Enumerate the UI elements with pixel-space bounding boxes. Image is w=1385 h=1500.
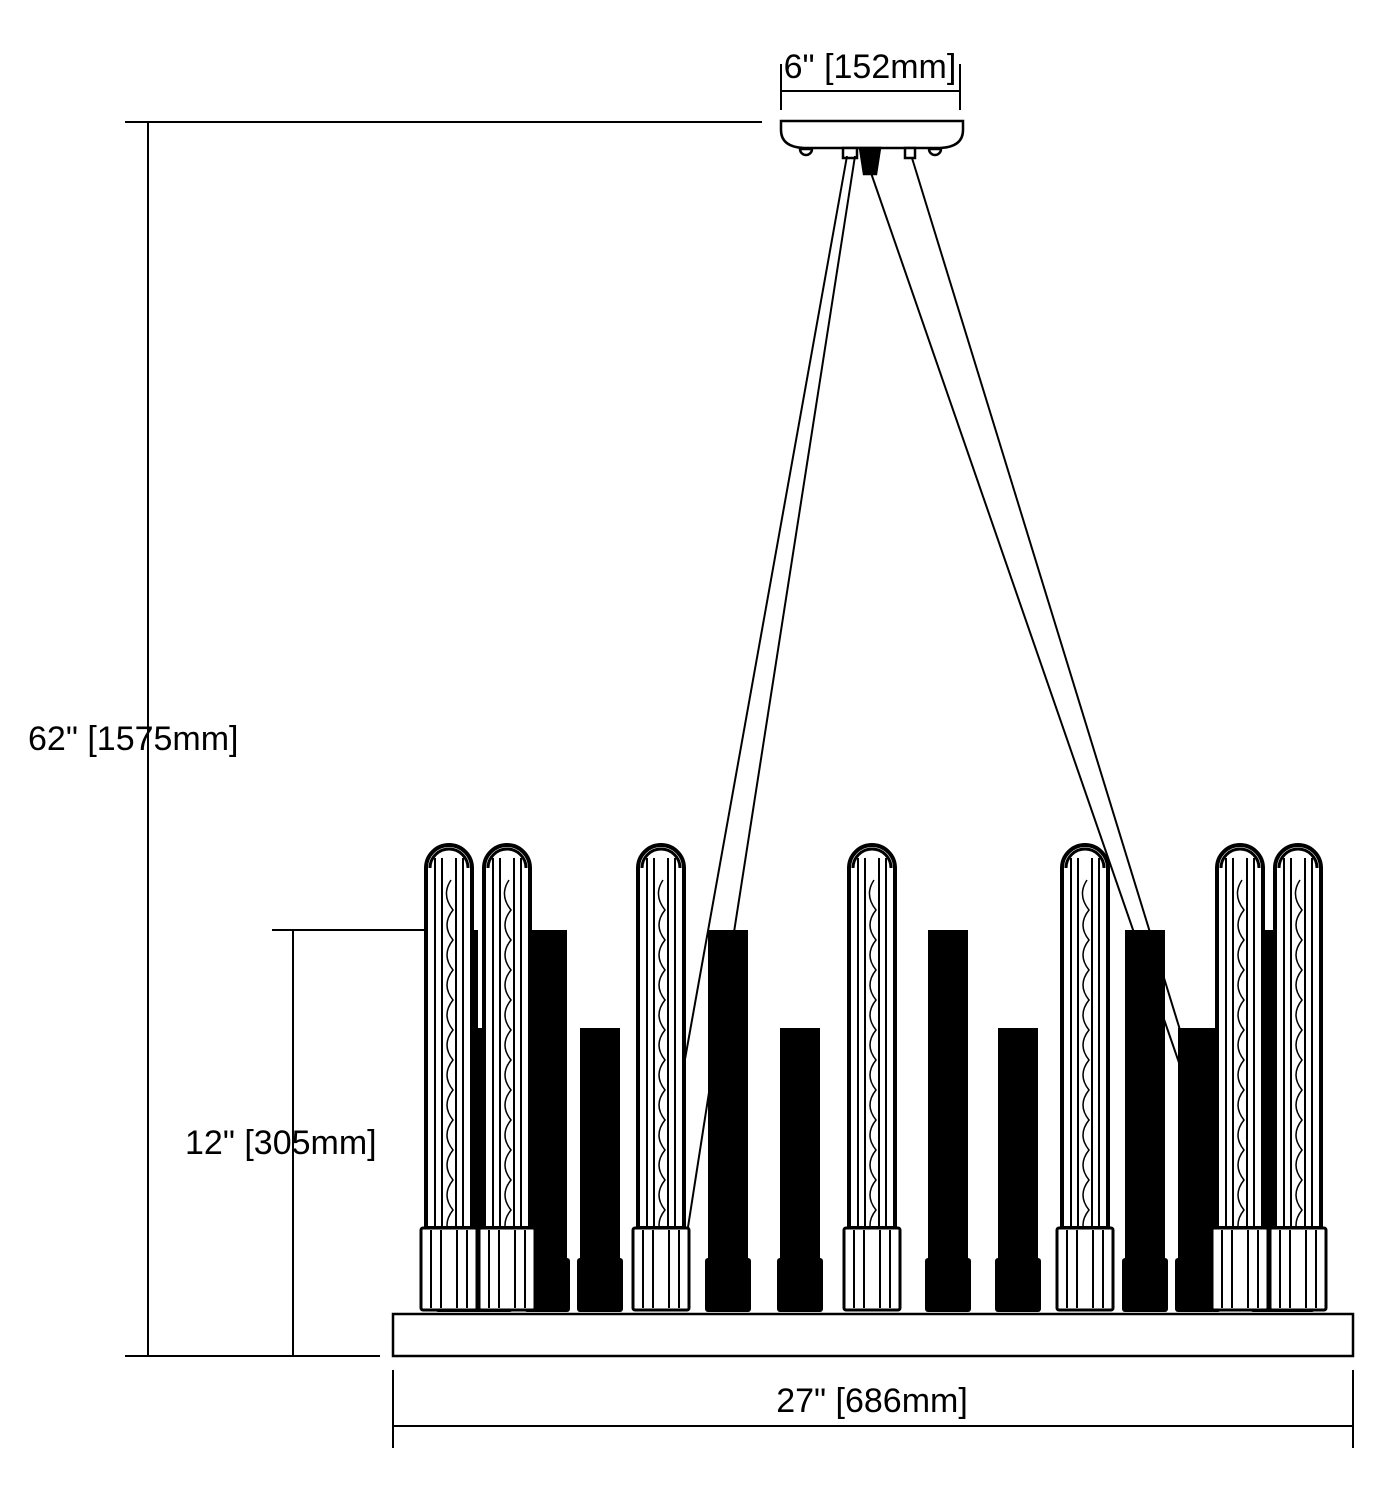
filament-branch (868, 879, 877, 1241)
canopy-screw-left (798, 147, 814, 157)
tube-collar (631, 1226, 691, 1312)
filament-branch (503, 879, 512, 1241)
filament-branch (1236, 879, 1245, 1241)
tube-dome-cage (1277, 847, 1319, 869)
tube-dome-cage (640, 847, 682, 869)
filament-branch (445, 879, 454, 1241)
tube-dome-cage (428, 847, 470, 869)
filament-branch (1081, 879, 1090, 1241)
fixture-height-label: 12" [305mm] (185, 1124, 377, 1162)
shade-base (1122, 1258, 1168, 1312)
tube-collar (1268, 1226, 1328, 1312)
shade-base (777, 1258, 823, 1312)
shade-base (995, 1258, 1041, 1312)
canopy-width-label: 6" [152mm] (784, 48, 957, 86)
tube-collar (842, 1226, 902, 1312)
base-plate (391, 1312, 1355, 1358)
tube-collar (419, 1226, 479, 1312)
tube-collar (1055, 1226, 1115, 1312)
fixture-body (419, 843, 1328, 1312)
canopy-screw-right (927, 147, 943, 157)
tube-collar (1210, 1226, 1270, 1312)
tube-dome-cage (851, 847, 893, 869)
tube-dome-cage (1064, 847, 1106, 869)
tall-shade (708, 930, 748, 1312)
tube-dome-cage (1219, 847, 1261, 869)
tube-collar (477, 1226, 537, 1312)
shade-base (577, 1258, 623, 1312)
cable-grip (858, 146, 882, 176)
tall-shade (1125, 930, 1165, 1312)
shade-base (705, 1258, 751, 1312)
dimension-lines (125, 64, 1354, 1448)
shade-base (1175, 1258, 1221, 1312)
filament-branch (1294, 879, 1303, 1241)
filament-branch (657, 879, 666, 1241)
shade-base (925, 1258, 971, 1312)
tube-dome-cage (486, 847, 528, 869)
tall-shade (928, 930, 968, 1312)
overall-height-label: 62" [1575mm] (28, 720, 239, 758)
canopy (779, 119, 965, 176)
fixture-width-label: 27" [686mm] (776, 1382, 968, 1420)
